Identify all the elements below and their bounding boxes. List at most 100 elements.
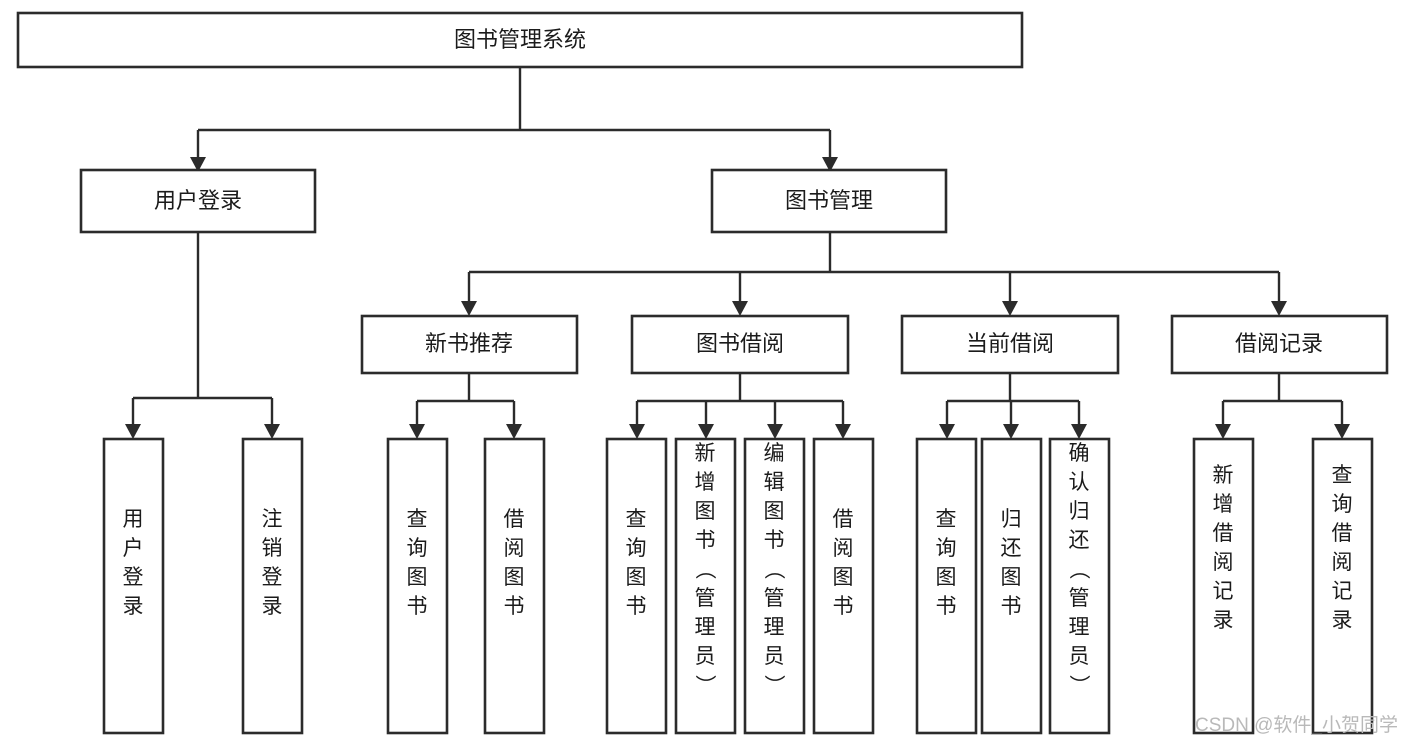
- leaf-label-char: 借: [504, 508, 525, 531]
- leaf-label-char: 登: [262, 566, 283, 589]
- leaf-label-char: 阅: [1213, 551, 1234, 574]
- csdn-watermark: CSDN @软件_小贺同学: [1195, 714, 1398, 736]
- leaf-box[interactable]: [1311, 437, 1374, 735]
- leaf-label-char: 户: [123, 537, 144, 560]
- leaf-label-char: 还: [1001, 537, 1022, 560]
- leaf-label-char: 图: [1001, 566, 1022, 589]
- node-new-book-recommend-label: 新书推荐: [425, 331, 513, 356]
- leaf-label-char: 管: [1069, 587, 1090, 610]
- node-new-book-recommend[interactable]: 新书推荐: [360, 314, 579, 375]
- arrow-current-borrow-leaf-0: [939, 424, 955, 439]
- leaf-box[interactable]: [241, 437, 304, 735]
- leaf-label-char: 借: [833, 508, 854, 531]
- leaf-label-char: 借: [1332, 522, 1353, 545]
- node-book-management-box[interactable]: [710, 168, 948, 234]
- leaf-box[interactable]: [483, 437, 546, 735]
- leaf-box[interactable]: [980, 437, 1043, 735]
- leaf-label-char: 新: [1213, 464, 1234, 487]
- leaf-label-char: 图: [936, 566, 957, 589]
- node-borrow-record-box[interactable]: [1170, 314, 1389, 375]
- node-book-borrow[interactable]: 图书借阅: [630, 314, 850, 375]
- leaf-label-char: 还: [1069, 529, 1090, 552]
- node-user-login-box[interactable]: [79, 168, 317, 234]
- leaf-label-char: 理: [695, 616, 716, 639]
- leaf-label-char: 图: [626, 566, 647, 589]
- arrow-bm-borrow-record: [1271, 301, 1287, 316]
- leaf-label-char: 查: [407, 508, 428, 531]
- leaf-box[interactable]: [674, 437, 737, 735]
- node-new-book-recommend-box[interactable]: [360, 314, 579, 375]
- node-root[interactable]: 图书管理系统: [16, 11, 1024, 69]
- leaf-label-char: 确: [1069, 442, 1090, 465]
- node-root-box[interactable]: [16, 11, 1024, 69]
- leaf-box[interactable]: [605, 437, 668, 735]
- arrow-user-login-leaf-1: [264, 424, 280, 439]
- leaf-label-char: 图: [833, 566, 854, 589]
- leaf-label-char: 登: [123, 566, 144, 589]
- node-root-label: 图书管理系统: [454, 27, 586, 52]
- arrow-user-login-leaf-0: [125, 424, 141, 439]
- leaf-label-char: 员: [764, 645, 785, 668]
- node-book-management[interactable]: 图书管理: [710, 168, 948, 234]
- leaf-label-char: 增: [695, 471, 716, 494]
- arrow-bm-current-borrow: [1002, 301, 1018, 316]
- leaf-box[interactable]: [1192, 437, 1255, 735]
- leaf-label-char: 辑: [764, 471, 785, 494]
- arrow-borrow-record-leaf-1: [1334, 424, 1350, 439]
- leaf-label-char: 管: [764, 587, 785, 610]
- leaf-label-char: 新: [695, 442, 716, 465]
- leaf-user-login-0[interactable]: 用户登录: [102, 437, 165, 735]
- leaf-label-char: 注: [262, 508, 283, 531]
- leaf-box[interactable]: [743, 437, 806, 735]
- node-current-borrow-box[interactable]: [900, 314, 1120, 375]
- leaf-label-char: 借: [1213, 522, 1234, 545]
- arrow-bm-book-borrow: [732, 301, 748, 316]
- node-current-borrow[interactable]: 当前借阅: [900, 314, 1120, 375]
- leaf-box[interactable]: [386, 437, 449, 735]
- leaf-label-char: 图: [504, 566, 525, 589]
- leaf-label-char: 理: [764, 616, 785, 639]
- leaf-label-char: 书: [695, 529, 716, 552]
- arrow-root-to-user-login: [190, 157, 206, 172]
- leaf-label-char: 理: [1069, 616, 1090, 639]
- leaf-label-char: 书: [504, 595, 525, 618]
- leaf-box[interactable]: [102, 437, 165, 735]
- arrow-root-to-book-management: [822, 157, 838, 172]
- leaf-label-char: 查: [936, 508, 957, 531]
- leaf-label-char: 录: [262, 595, 283, 618]
- leaf-box[interactable]: [812, 437, 875, 735]
- node-user-login[interactable]: 用户登录: [79, 168, 317, 234]
- leaf-label-char: 查: [1332, 464, 1353, 487]
- leaf-label-char: （: [762, 559, 785, 580]
- node-user-login-label: 用户登录: [154, 188, 242, 213]
- leaf-box[interactable]: [1048, 437, 1111, 735]
- leaf-label-char: 增: [1213, 493, 1234, 516]
- leaf-label-char: 询: [626, 537, 647, 560]
- leaf-label-char: 记: [1213, 580, 1234, 603]
- arrow-bm-new-book: [461, 301, 477, 316]
- leaf-label-char: 询: [1332, 493, 1353, 516]
- leaf-label-char: ）: [693, 675, 716, 696]
- arrow-new-book-leaf-0: [409, 424, 425, 439]
- node-borrow-record[interactable]: 借阅记录: [1170, 314, 1389, 375]
- node-book-borrow-box[interactable]: [630, 314, 850, 375]
- leaf-label-char: 录: [1332, 609, 1353, 632]
- leaf-box[interactable]: [915, 437, 978, 735]
